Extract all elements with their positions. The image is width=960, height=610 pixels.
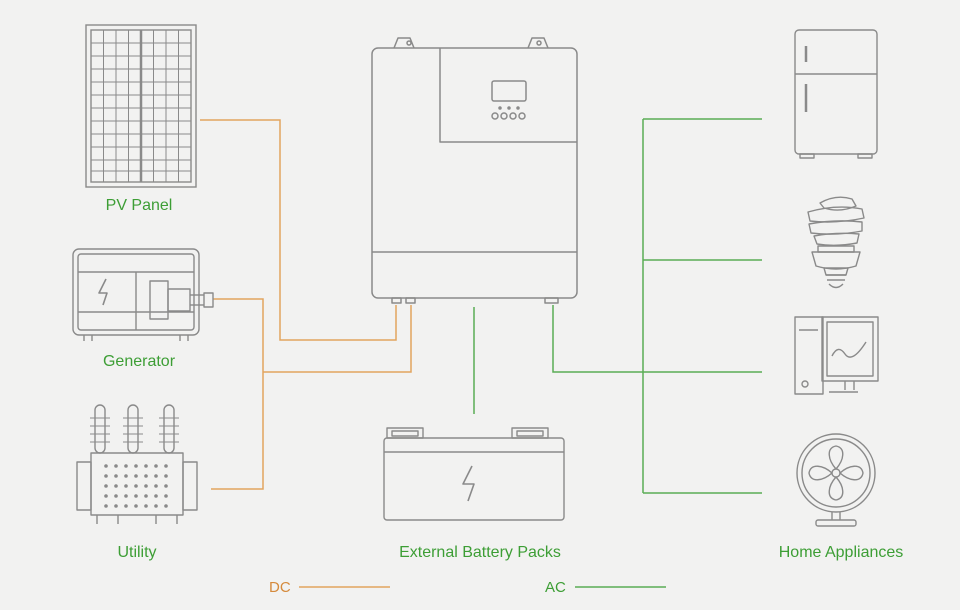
generator-icon bbox=[72, 248, 214, 341]
solar-panel-icon bbox=[85, 24, 197, 188]
dc-line-sources-bus bbox=[263, 305, 412, 373]
ac-line-output bbox=[552, 305, 762, 373]
legend-ac-label: AC bbox=[545, 579, 566, 596]
cfl-bulb-icon bbox=[807, 196, 865, 289]
legend-dc-label: DC bbox=[269, 579, 291, 596]
battery-icon bbox=[383, 427, 565, 521]
dc-line-generator bbox=[211, 298, 264, 490]
dc-line-pv bbox=[200, 119, 397, 341]
dc-wiring bbox=[200, 119, 412, 490]
desktop-computer-icon bbox=[794, 316, 879, 395]
fan-icon bbox=[796, 433, 876, 527]
ac-wiring bbox=[473, 118, 762, 494]
battery-label: External Battery Packs bbox=[399, 544, 561, 561]
utility-label: Utility bbox=[117, 544, 157, 561]
home-appliances-label: Home Appliances bbox=[778, 544, 904, 561]
hybrid-inverter-icon bbox=[371, 37, 578, 304]
utility-transformer-icon bbox=[76, 404, 198, 524]
pv-panel-label: PV Panel bbox=[105, 197, 173, 214]
generator-label: Generator bbox=[102, 353, 176, 370]
refrigerator-icon bbox=[794, 29, 878, 159]
